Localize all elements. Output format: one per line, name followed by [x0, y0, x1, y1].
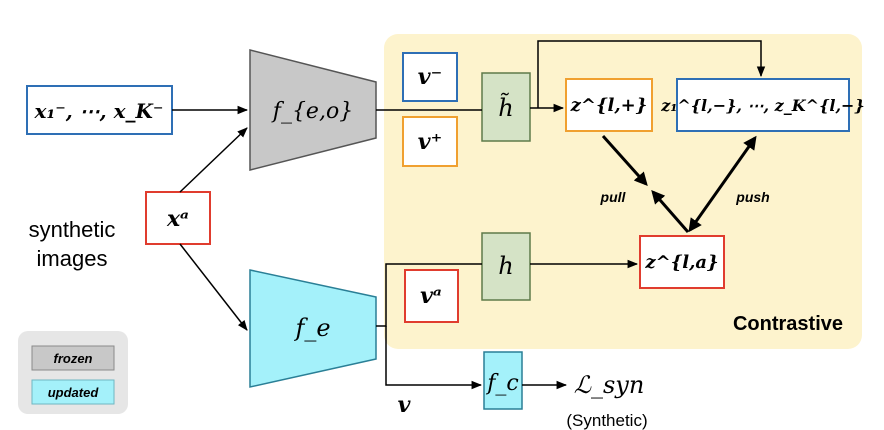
pull-arrow-from-zpos — [601, 134, 648, 187]
z-positive-box — [565, 78, 653, 132]
z-positive-label: z^{l,+} — [570, 95, 648, 116]
z-anchor-label: z^{l,a} — [644, 252, 718, 273]
v-anchor-box — [404, 269, 459, 323]
pull-arrow-from-zanchor — [651, 189, 690, 233]
push-arrow — [688, 135, 757, 233]
arrow-anchor-to-updated-encoder — [179, 243, 248, 331]
arrow-anchor-to-frozen-encoder — [179, 127, 248, 193]
z-negatives-label: z₁^{l,−}, ⋯, z_K^{l,−} — [660, 96, 864, 115]
v-plus-box — [402, 116, 458, 167]
v-anchor-label: vᵃ — [420, 283, 442, 309]
legend-updated-swatch — [31, 379, 115, 405]
frozen-encoder-label: f_{e,o} — [271, 99, 353, 124]
v-label: v — [398, 392, 411, 418]
frozen-encoder — [249, 49, 377, 171]
line-updated-encoder-out — [376, 263, 482, 327]
anchor-input-label: xᵃ — [166, 206, 189, 232]
projection-head-updated-label: h — [498, 252, 513, 280]
loss-caption: (Synthetic) — [566, 411, 647, 430]
legend-updated-label: updated — [48, 385, 100, 400]
legend-frozen-label: frozen — [54, 351, 93, 366]
v-minus-label: v⁻ — [418, 64, 442, 90]
arrow-to-classifier — [385, 326, 483, 390]
legend-frozen-swatch — [31, 345, 115, 371]
negative-inputs-box — [26, 85, 173, 135]
v-plus-label: v⁺ — [418, 129, 442, 155]
synthetic-images-label-line2: images — [37, 246, 108, 271]
contrastive-label: Contrastive — [733, 313, 843, 335]
z-anchor-box — [639, 235, 725, 289]
z-negatives-box — [676, 78, 850, 132]
projection-head-frozen — [481, 72, 531, 142]
loss-label: ℒ_syn — [574, 371, 645, 399]
classifier-label: f_c — [485, 371, 518, 396]
synthetic-images-label-line1: synthetic — [29, 217, 116, 242]
anchor-input-box — [145, 191, 211, 245]
updated-encoder-label: f_e — [293, 314, 330, 342]
pull-label: pull — [600, 189, 627, 205]
negative-inputs-label: x₁⁻, ⋯, x_K⁻ — [34, 99, 164, 123]
push-label: push — [735, 189, 769, 205]
arrow-head-to-znegs — [537, 40, 766, 108]
projection-head-updated — [481, 232, 531, 301]
v-minus-box — [402, 52, 458, 102]
connectors — [172, 40, 766, 390]
updated-encoder — [249, 269, 377, 388]
classifier-box — [483, 351, 523, 410]
projection-head-frozen-label: h̃ — [498, 93, 513, 122]
